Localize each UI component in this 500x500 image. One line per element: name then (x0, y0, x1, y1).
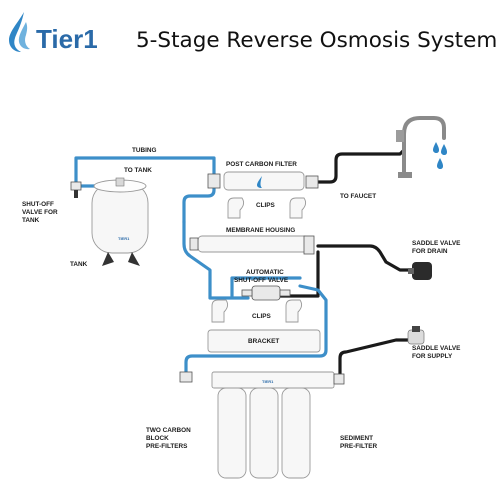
tubing-drain-line (316, 244, 414, 272)
water-drop-icon (441, 144, 447, 155)
faucet-handle-icon (396, 130, 404, 142)
saddle-valve-icon (407, 329, 425, 345)
tubing-tank-line (74, 156, 216, 188)
valve-icon (70, 181, 82, 191)
tubing-prefilter-up (184, 284, 328, 378)
post-carbon-filter (207, 171, 319, 191)
fitting-icon (279, 289, 291, 297)
tank-body (91, 182, 149, 254)
fitting-icon (241, 289, 253, 297)
label-shutoff-tank-3: TANK (22, 217, 40, 224)
tubing-supply-line (332, 338, 410, 382)
prefilter-housings: TIER1 (179, 371, 345, 479)
tubing-membrane-loop (182, 220, 250, 300)
label-membrane-housing: MEMBRANE HOUSING (226, 227, 295, 234)
saddle-valve-nut-icon (408, 268, 414, 274)
label-auto-shutoff-1: AUTOMATIC (246, 269, 284, 276)
label-to-tank: TO TANK (124, 167, 152, 174)
tank-brand: TIER1 (118, 236, 130, 241)
drop-logo-swoosh-icon (18, 22, 30, 50)
tubing-faucet-line (314, 144, 406, 184)
membrane-cap-icon (303, 235, 315, 255)
label-post-carbon-filter: POST CARBON FILTER (226, 161, 297, 168)
label-saddle-drain-1: SADDLE VALVE (412, 240, 461, 247)
tank-stand-icon (102, 252, 140, 266)
clip-icon (211, 299, 229, 323)
cartridge-logo-icon (257, 176, 262, 188)
label-sediment-2: PRE-FILTER (340, 443, 378, 450)
saddle-valve-icon (412, 262, 432, 280)
saddle-valve-supply (407, 326, 425, 345)
post-carbon-cartridge (223, 171, 305, 191)
label-two-carbon-2: BLOCK (146, 435, 169, 442)
fitting-icon (189, 237, 199, 251)
label-two-carbon-3: PRE-FILTERS (146, 443, 188, 450)
fitting-icon (207, 173, 221, 189)
membrane-housing (189, 235, 315, 255)
clip-icon (289, 197, 307, 219)
storage-tank: TIER1 (91, 177, 149, 266)
label-sediment-1: SEDIMENT (340, 435, 373, 442)
label-shutoff-tank-1: SHUT-OFF (22, 201, 54, 208)
label-shutoff-tank-2: VALVE FOR (22, 209, 58, 216)
water-drop-icon (433, 142, 439, 153)
saddle-valve-knob-icon (412, 326, 420, 332)
label-tubing: TUBING (132, 147, 157, 154)
carbon-block-housing (217, 387, 247, 479)
clip-icon (285, 299, 303, 323)
fitting-icon (179, 371, 193, 383)
drop-logo-icon (9, 12, 24, 52)
fitting-icon (333, 373, 345, 385)
label-auto-shutoff-2: SHUT-OFF VALVE (234, 277, 289, 284)
label-saddle-supply-1: SADDLE VALVE (412, 345, 461, 352)
tank-shutoff-valve (70, 181, 82, 198)
label-saddle-supply-2: FOR SUPPLY (412, 353, 453, 360)
carbon-block-housing (249, 387, 279, 479)
label-clips-top: CLIPS (256, 202, 276, 209)
housing-brand: TIER1 (262, 379, 274, 384)
tubing-autoshutoff (230, 276, 302, 298)
tubing-network (74, 144, 414, 382)
diagram-labels: TUBING TO TANK POST CARBON FILTER CLIPS … (22, 147, 461, 450)
page-title: 5-Stage Reverse Osmosis System (136, 28, 497, 53)
clips-mid (211, 299, 303, 323)
faucet-icon (402, 116, 446, 178)
brand-logo: Tier1 (9, 12, 98, 54)
label-clips-mid: CLIPS (252, 313, 272, 320)
saddle-valve-drain (408, 262, 432, 280)
faucet (396, 116, 447, 178)
fitting-icon (305, 175, 319, 189)
valve-handle-icon (74, 190, 78, 198)
tubing-postcarbon-down (182, 184, 216, 224)
clips-top (227, 197, 307, 219)
faucet-base-icon (398, 172, 412, 178)
brand-name: Tier1 (36, 24, 98, 54)
sediment-housing (281, 387, 311, 479)
valve-icon (251, 285, 281, 301)
label-two-carbon-1: TWO CARBON (146, 427, 191, 434)
label-bracket: BRACKET (248, 338, 279, 345)
automatic-shutoff-valve (241, 285, 291, 301)
bracket (207, 329, 321, 353)
clip-icon (227, 197, 245, 219)
label-tank: TANK (70, 261, 88, 268)
membrane-cartridge (197, 235, 309, 253)
bracket-plate (207, 329, 321, 353)
water-drop-icon (437, 158, 443, 169)
label-saddle-drain-2: FOR DRAIN (412, 248, 448, 255)
label-to-faucet: TO FAUCET (340, 193, 376, 200)
